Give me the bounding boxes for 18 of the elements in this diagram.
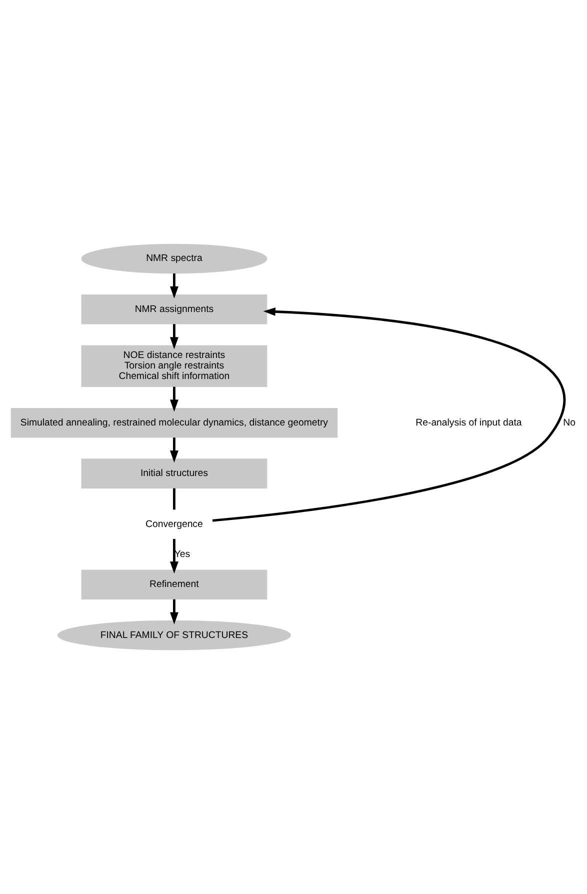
node-text: Convergence <box>146 518 203 530</box>
arrow <box>170 438 178 463</box>
edge-label: No <box>563 417 576 428</box>
node-box: Simulated annealing, restrained molecular dynamics, distance geometry <box>10 408 338 438</box>
node-box: NMR assignments <box>81 294 268 324</box>
arrow <box>170 273 178 298</box>
node-box: NOE distance restraints Torsion angle restraints Chemical shift information <box>81 345 268 388</box>
arrow <box>170 386 178 412</box>
node-ellipse: FINAL FAMILY OF STRUCTURES <box>57 620 291 650</box>
node-ellipse: NMR spectra <box>81 244 268 274</box>
arrow <box>170 324 178 350</box>
arrow <box>212 307 566 522</box>
arrow <box>170 599 178 624</box>
label: Re-analysis of input data <box>416 417 522 428</box>
node-box: Refinement <box>81 570 268 600</box>
connector <box>173 488 176 510</box>
arrow <box>170 538 178 574</box>
node-box: Initial structures <box>81 458 268 488</box>
